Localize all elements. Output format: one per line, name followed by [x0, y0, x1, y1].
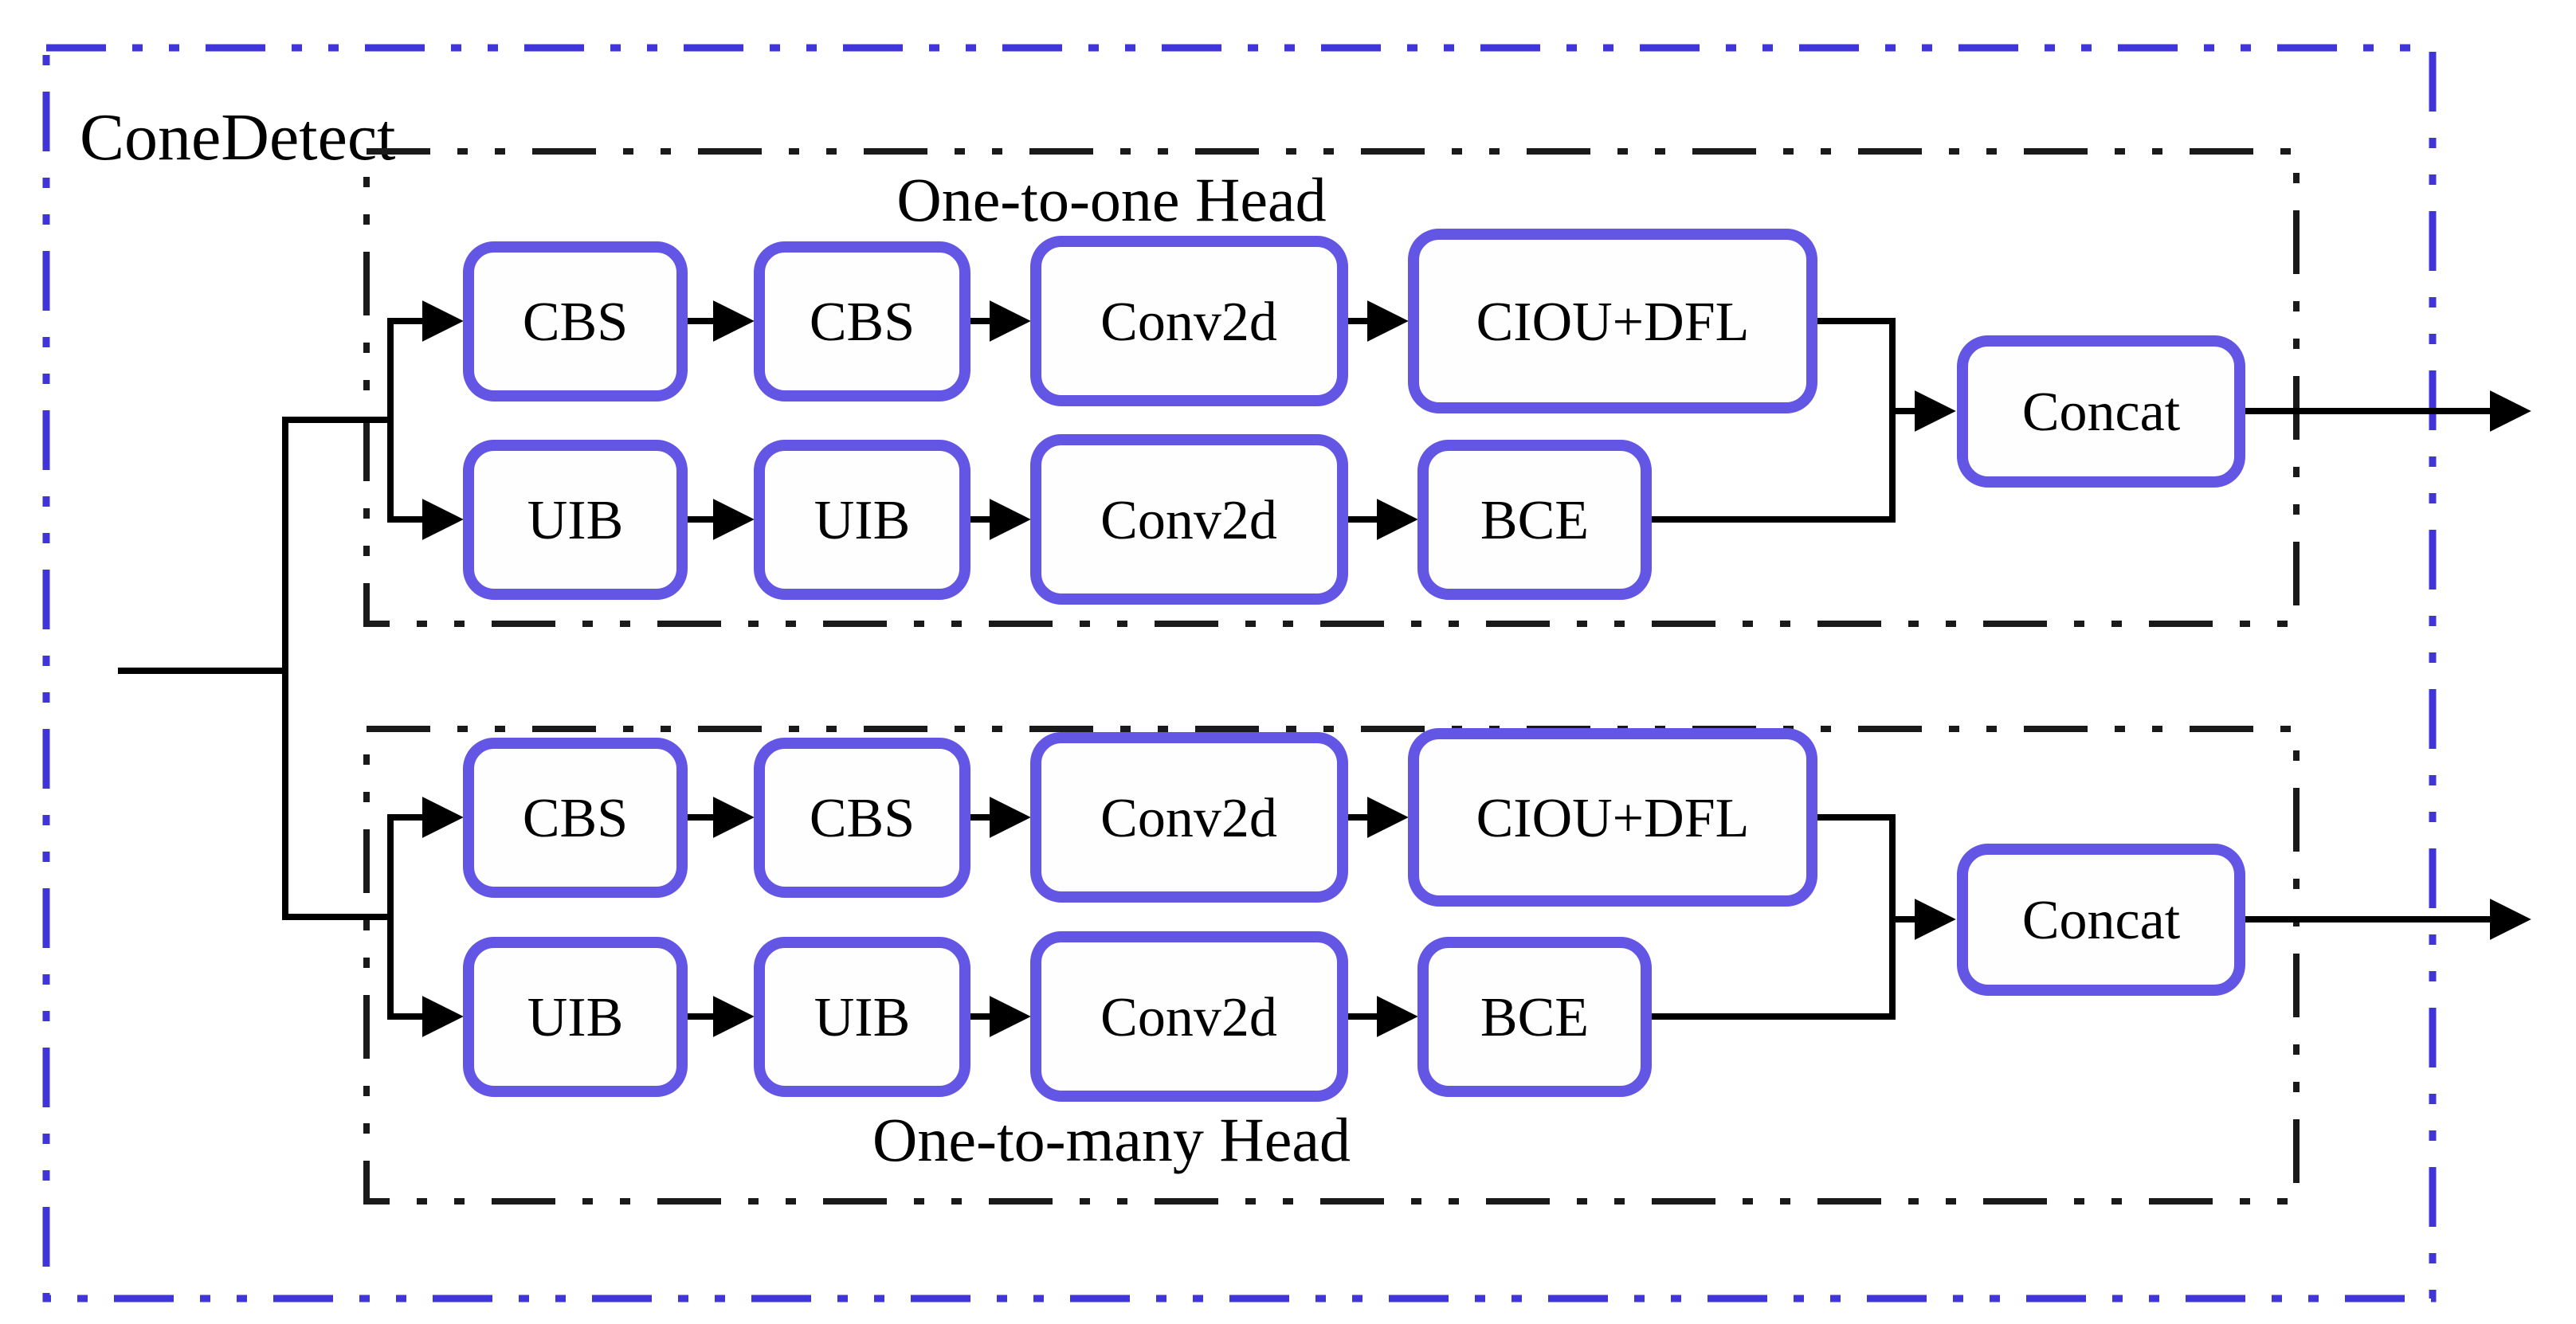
- h2-cbs-2-box: [754, 738, 970, 898]
- h1-block-bce: BCE: [1417, 440, 1652, 600]
- head1-merge-junction: [1646, 318, 1896, 523]
- h2-uib-1-label: UIB: [527, 987, 624, 1048]
- h1-cbs-1-label: CBS: [523, 292, 628, 353]
- h2-uib-1-box: [463, 937, 688, 1097]
- h2-cioudfl-box: [1408, 728, 1817, 907]
- h2-cbs-2-label: CBS: [810, 788, 915, 849]
- h1-block-uib-1: UIB: [463, 440, 688, 600]
- h2-conv2d-1-box: [1030, 732, 1348, 903]
- h1-concat-box: [1957, 335, 2245, 488]
- one-to-one-head-border: [363, 148, 2300, 627]
- h2-cbs-1-box: [463, 738, 688, 898]
- h2-block-bce: BCE: [1417, 937, 1652, 1097]
- one-to-many-head-border: [363, 726, 2300, 1205]
- h2-block-concat: Concat: [1957, 844, 2245, 996]
- h1-block-concat: Concat: [1957, 335, 2245, 488]
- h2-cioudfl-label: CIOU+DFL: [1476, 788, 1750, 849]
- h1-conv2d-1-label: Conv2d: [1100, 292, 1277, 353]
- h1-concat-label: Concat: [2022, 382, 2181, 443]
- one-to-many-head-title: One-to-many Head: [872, 1105, 1351, 1174]
- h2-conv2d-2-label: Conv2d: [1100, 987, 1277, 1048]
- h1-block-cbs-2: CBS: [754, 241, 970, 402]
- conedetect-container-border: [42, 44, 2437, 1302]
- h2-concat-label: Concat: [2022, 890, 2181, 951]
- h1-block-conv2d-2: Conv2d: [1030, 434, 1348, 605]
- h1-uib-2-box: [754, 440, 970, 600]
- h2-block-cbs-2: CBS: [754, 738, 970, 898]
- h2-uib-2-label: UIB: [814, 987, 911, 1048]
- h1-cbs-2-label: CBS: [810, 292, 915, 353]
- h2-block-conv2d-2: Conv2d: [1030, 931, 1348, 1102]
- h2-block-cioudfl: CIOU+DFL: [1408, 728, 1817, 907]
- h1-uib-1-box: [463, 440, 688, 600]
- h2-bce-label: BCE: [1480, 987, 1589, 1048]
- h2-bce-box: [1417, 937, 1652, 1097]
- h1-conv2d-2-label: Conv2d: [1100, 490, 1277, 551]
- h1-cioudfl-label: CIOU+DFL: [1476, 292, 1750, 353]
- h1-uib-1-label: UIB: [527, 490, 624, 551]
- h2-block-cbs-1: CBS: [463, 738, 688, 898]
- h1-conv2d-2-box: [1030, 434, 1348, 605]
- h1-uib-2-label: UIB: [814, 490, 911, 551]
- h2-conv2d-2-box: [1030, 931, 1348, 1102]
- h1-block-cbs-1: CBS: [463, 241, 688, 402]
- h2-concat-box: [1957, 844, 2245, 996]
- h1-cioudfl-box: [1408, 229, 1817, 413]
- h1-block-conv2d-1: Conv2d: [1030, 236, 1348, 406]
- h1-cbs-2-box: [754, 241, 970, 402]
- h1-bce-box: [1417, 440, 1652, 600]
- h2-cbs-1-label: CBS: [523, 788, 628, 849]
- h2-block-conv2d-1: Conv2d: [1030, 732, 1348, 903]
- h1-conv2d-1-box: [1030, 236, 1348, 406]
- h2-uib-2-box: [754, 937, 970, 1097]
- h1-block-cioudfl: CIOU+DFL: [1408, 229, 1817, 413]
- h2-block-uib-1: UIB: [463, 937, 688, 1097]
- one-to-one-head-title: One-to-one Head: [896, 165, 1326, 234]
- h1-bce-label: BCE: [1480, 490, 1589, 551]
- h1-cbs-1-box: [463, 241, 688, 402]
- h1-block-uib-2: UIB: [754, 440, 970, 600]
- diagram-title: ConeDetect: [80, 100, 396, 174]
- h2-conv2d-1-label: Conv2d: [1100, 788, 1277, 849]
- h2-block-uib-2: UIB: [754, 937, 970, 1097]
